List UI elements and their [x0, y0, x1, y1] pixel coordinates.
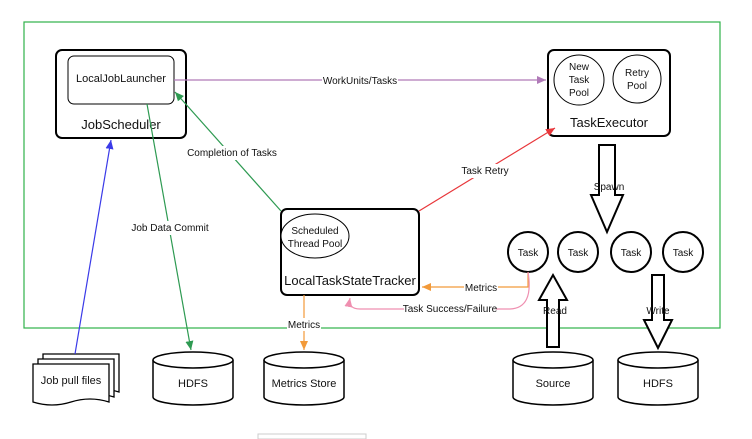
- workunits-tasks-label: WorkUnits/Tasks: [323, 76, 397, 87]
- new-task-pool-line-1: New: [569, 62, 590, 73]
- new-task-pool-line-3: Pool: [569, 88, 589, 99]
- system-boundary: [23, 21, 721, 329]
- task-executor-box: New Task Pool Retry Pool TaskExecutor: [547, 49, 671, 137]
- hdfs-left-cylinder: HDFS: [152, 351, 234, 406]
- task-circle-3: Task: [610, 231, 652, 273]
- spawn-label: Spawn: [594, 182, 625, 193]
- hdfs-left-label: HDFS: [178, 378, 208, 390]
- retry-pool-line-2: Pool: [627, 81, 647, 92]
- new-task-pool-circle: [553, 54, 605, 106]
- retry-pool-line-1: Retry: [625, 68, 649, 79]
- metrics-store-label: Metrics Store: [272, 378, 337, 390]
- read-label: Read: [543, 306, 567, 317]
- scheduled-thread-pool-ellipse: [280, 213, 350, 259]
- job-scheduler-label: JobScheduler: [81, 117, 161, 132]
- bottom-edge-strip: [257, 433, 367, 439]
- local-job-launcher-label: LocalJobLauncher: [76, 73, 166, 85]
- metrics-to-tracker-label: Metrics: [465, 283, 497, 294]
- task-label-1: Task: [518, 248, 540, 259]
- job-pull-arrow: [74, 139, 114, 355]
- new-task-pool-line-2: Task: [569, 75, 591, 86]
- hdfs-right-cylinder: HDFS: [617, 351, 699, 406]
- source-cylinder: Source: [512, 351, 594, 406]
- write-block-arrow: [642, 274, 674, 351]
- task-success-failure-label: Task Success/Failure: [403, 304, 498, 315]
- task-retry-label: Task Retry: [461, 166, 508, 177]
- write-label: Write: [646, 306, 670, 317]
- scheduled-thread-pool-line-2: Thread Pool: [288, 239, 342, 250]
- read-block-arrow: [537, 272, 569, 348]
- job-pull-files-label: Job pull files: [41, 375, 102, 387]
- task-circle-1: Task: [507, 231, 549, 273]
- task-circle-2: Task: [557, 231, 599, 273]
- task-circle-4: Task: [662, 231, 704, 273]
- job-pull-files-stack: Job pull files: [32, 353, 120, 406]
- metrics-to-tracker-arrow: [422, 272, 529, 291]
- job-scheduler-box: LocalJobLauncher JobScheduler: [55, 49, 187, 139]
- task-label-4: Task: [673, 248, 695, 259]
- local-task-state-tracker-box: Scheduled Thread Pool LocalTaskStateTrac…: [280, 208, 420, 296]
- spawn-block-arrow: [589, 144, 625, 235]
- job-data-commit-label: Job Data Commit: [131, 223, 208, 234]
- retry-pool-circle: [612, 54, 662, 104]
- local-task-state-tracker-label: LocalTaskStateTracker: [284, 273, 416, 288]
- scheduled-thread-pool-line-1: Scheduled: [291, 226, 338, 237]
- metrics-to-store-label: Metrics: [288, 320, 320, 331]
- task-executor-label: TaskExecutor: [570, 115, 649, 130]
- task-label-2: Task: [568, 248, 590, 259]
- hdfs-right-label: HDFS: [643, 378, 673, 390]
- completion-of-tasks-label: Completion of Tasks: [187, 148, 277, 159]
- task-label-3: Task: [621, 248, 643, 259]
- source-label: Source: [536, 378, 571, 390]
- metrics-store-cylinder: Metrics Store: [263, 351, 345, 406]
